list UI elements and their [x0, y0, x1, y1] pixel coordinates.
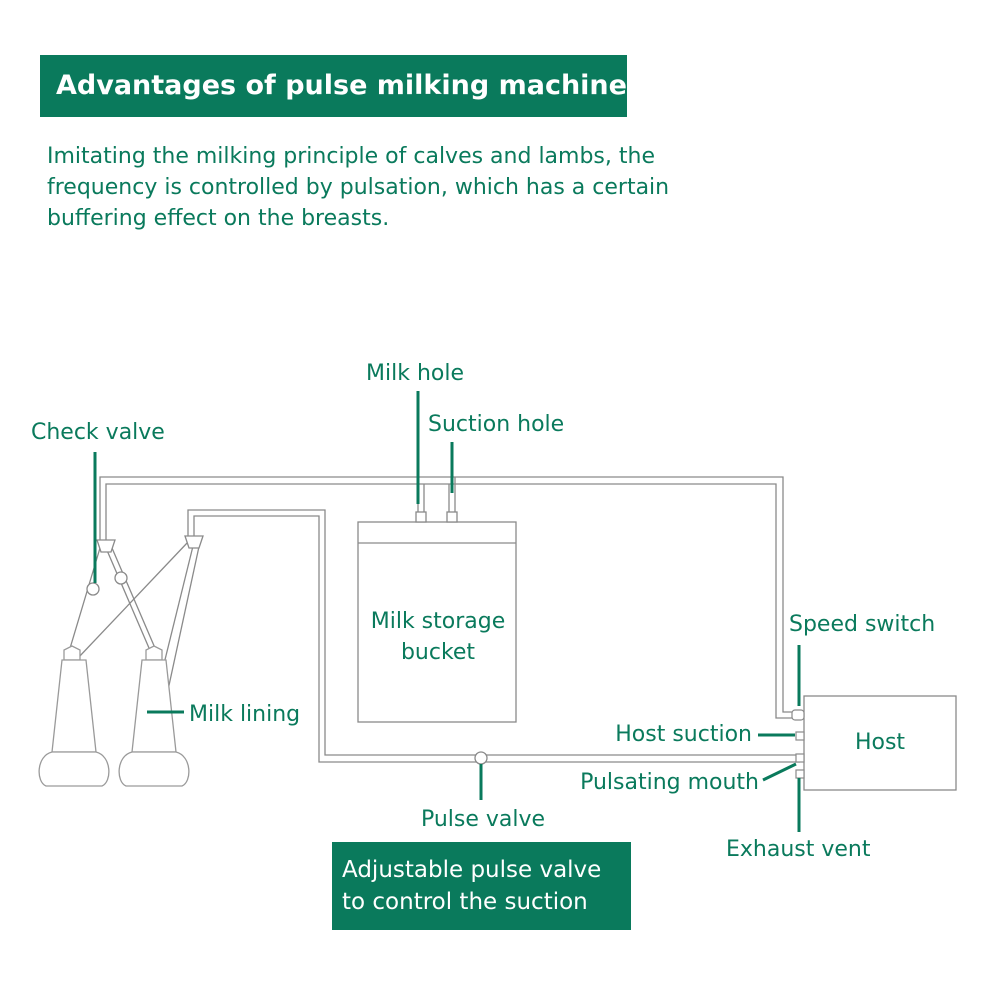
pulse-valve-callout: Adjustable pulse valve to control the su…	[332, 842, 631, 930]
leader-lines	[93, 391, 801, 832]
top-hose-inner	[105, 483, 800, 719]
label-suction-hole: Suction hole	[428, 412, 564, 437]
label-milk-hole: Milk hole	[366, 361, 464, 386]
claw-hub-right	[184, 535, 204, 549]
top-hose-outer	[99, 476, 800, 713]
claw-line-right-c	[167, 541, 201, 691]
label-pulse-valve: Pulse valve	[421, 807, 545, 832]
intro-text: Imitating the milking principle of calve…	[47, 141, 767, 234]
claw-line-right-a	[77, 541, 189, 659]
label-pulsating-mouth: Pulsating mouth	[580, 770, 759, 795]
claw-line-right-b	[159, 541, 195, 681]
check-valve-1	[86, 582, 100, 596]
label-check-valve: Check valve	[31, 420, 165, 445]
label-speed-switch: Speed switch	[789, 612, 935, 637]
label-bucket-line2: bucket	[401, 640, 475, 665]
page-title: Advantages of pulse milking machine:	[56, 70, 638, 101]
teat-cup-left	[38, 645, 110, 787]
milk-hole-fitting	[415, 511, 427, 523]
label-host: Host	[855, 730, 905, 755]
claw-line-left-b	[105, 547, 153, 656]
intro-line: Imitating the milking principle of calve…	[47, 144, 655, 169]
label-host-suction: Host suction	[615, 722, 752, 747]
check-valve-2	[114, 571, 128, 585]
host-box	[803, 695, 957, 791]
claw-line-left-c	[111, 547, 159, 656]
intro-line: frequency is controlled by pulsation, wh…	[47, 175, 670, 200]
leader-pulsating-mouth	[762, 762, 797, 782]
host-ports	[791, 709, 805, 779]
suction-hole-fitting	[446, 511, 458, 523]
label-milk-lining: Milk lining	[189, 702, 300, 727]
callout-line: Adjustable pulse valve	[342, 857, 602, 883]
title-banner: Advantages of pulse milking machine:	[40, 55, 638, 117]
bucket-fittings	[415, 477, 458, 523]
callout-line: to control the suction	[342, 889, 588, 915]
intro-line: buffering effect on the breasts.	[47, 206, 390, 231]
teat-cup-right	[118, 645, 190, 787]
label-bucket-line1: Milk storage	[371, 609, 506, 634]
pulse-valve	[474, 751, 488, 765]
label-exhaust-vent: Exhaust vent	[726, 837, 871, 862]
claw-hub-left	[96, 539, 116, 553]
milk-storage-bucket	[357, 521, 517, 723]
